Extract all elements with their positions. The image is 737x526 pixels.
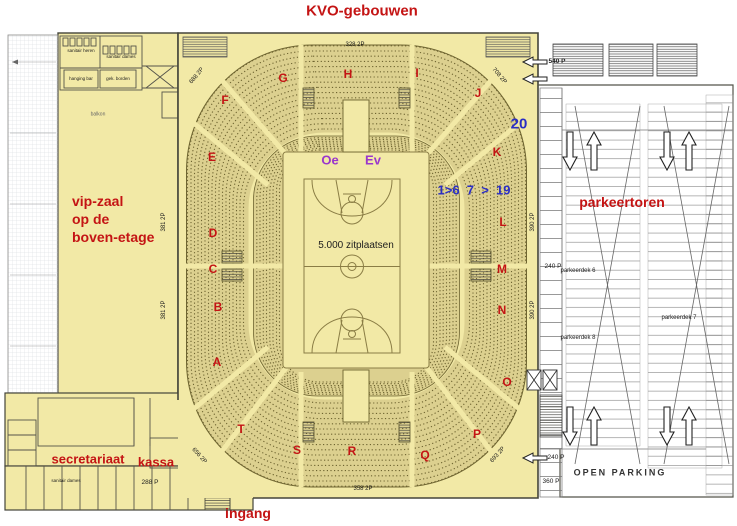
vip-label-line3: boven-etage xyxy=(72,229,155,245)
vip-wing xyxy=(7,32,179,401)
secretariat-label: secretariaat xyxy=(51,451,125,467)
gate-range-label: 1>6 7 > 19 xyxy=(437,182,511,198)
section-label: T xyxy=(237,422,245,436)
count-label: 240 P xyxy=(544,262,562,270)
deck-label: parkeerdek 6 xyxy=(560,268,596,274)
section-label: F xyxy=(221,93,229,107)
section-label: R xyxy=(347,444,357,458)
section-label: I xyxy=(415,66,419,80)
stand-label-oe: Oe xyxy=(321,152,339,168)
section-label: D xyxy=(208,226,218,240)
entrance-label: ingang xyxy=(225,505,271,521)
room-label-balkon: balkon xyxy=(90,111,106,118)
gate-20-label: 20 xyxy=(510,115,528,133)
dimension-arrow-icon xyxy=(12,59,18,65)
section-label: H xyxy=(343,67,353,81)
section-label: Q xyxy=(420,448,430,462)
section-label: B xyxy=(213,300,223,314)
section-label: O xyxy=(502,375,512,389)
room-label-sanitair-dames-2: sanitair dames xyxy=(51,477,81,483)
entrance-tunnel xyxy=(342,369,370,423)
deck-label: parkeerdek 8 xyxy=(560,335,596,341)
entrance-tunnel xyxy=(342,99,370,153)
parking-stalls xyxy=(565,94,734,496)
elevators xyxy=(526,369,558,391)
section-label: C xyxy=(208,262,218,276)
ramps xyxy=(574,105,730,465)
count-label: 390 2P xyxy=(530,212,536,232)
section-label: L xyxy=(499,215,507,229)
aisles xyxy=(186,45,527,487)
court-floor xyxy=(282,151,430,369)
service-rooms xyxy=(59,35,179,119)
side-gallery xyxy=(7,34,59,401)
section-label: G xyxy=(278,71,288,85)
count-label: 358 2P xyxy=(353,486,373,492)
room-label-hanging-bar: hanging bar xyxy=(69,75,93,81)
count-label: 540 P xyxy=(548,57,566,65)
parking-structure xyxy=(522,43,734,498)
count-label: 390 2P xyxy=(530,300,536,320)
deck-label: parkeerdek 7 xyxy=(661,315,697,321)
section-label: S xyxy=(292,443,302,457)
room-label-borden: gek. borden xyxy=(106,75,130,81)
count-label: 381 2P xyxy=(161,300,167,320)
section-label: K xyxy=(492,145,502,159)
roof-parking-stalls xyxy=(552,43,698,77)
page-title: KVO-gebouwen xyxy=(306,2,418,20)
stairs xyxy=(539,394,563,438)
count-label: 328 2P xyxy=(345,42,365,48)
section-label: P xyxy=(472,427,482,441)
section-label: N xyxy=(497,303,507,317)
door-icon xyxy=(145,65,175,89)
open-parking-label: OPEN PARKING xyxy=(573,467,667,478)
kassa-label: kassa xyxy=(137,454,175,470)
stand-label-ev: Ev xyxy=(365,152,381,168)
section-label: J xyxy=(474,86,482,100)
section-label: E xyxy=(207,150,217,164)
count-label: 288 P xyxy=(141,478,159,486)
count-label: 360 P xyxy=(542,477,560,485)
section-label: A xyxy=(212,355,222,369)
count-label: 381 2P xyxy=(161,212,167,232)
capacity-label: 5.000 zitplaatsen xyxy=(318,240,394,251)
room-label-sanitair-dames: sanitair dames xyxy=(106,53,136,59)
vip-label-line2: op de xyxy=(72,211,110,227)
vomitory-stairs xyxy=(221,87,492,443)
count-label: 240 P xyxy=(547,453,565,461)
vip-label-line1: vip-zaal xyxy=(72,193,124,209)
room-label-sanitair-heren: sanitair heren xyxy=(67,47,95,53)
section-label: M xyxy=(497,262,507,276)
parking-title: parkeertoren xyxy=(579,194,665,210)
basketball-court xyxy=(303,178,401,354)
